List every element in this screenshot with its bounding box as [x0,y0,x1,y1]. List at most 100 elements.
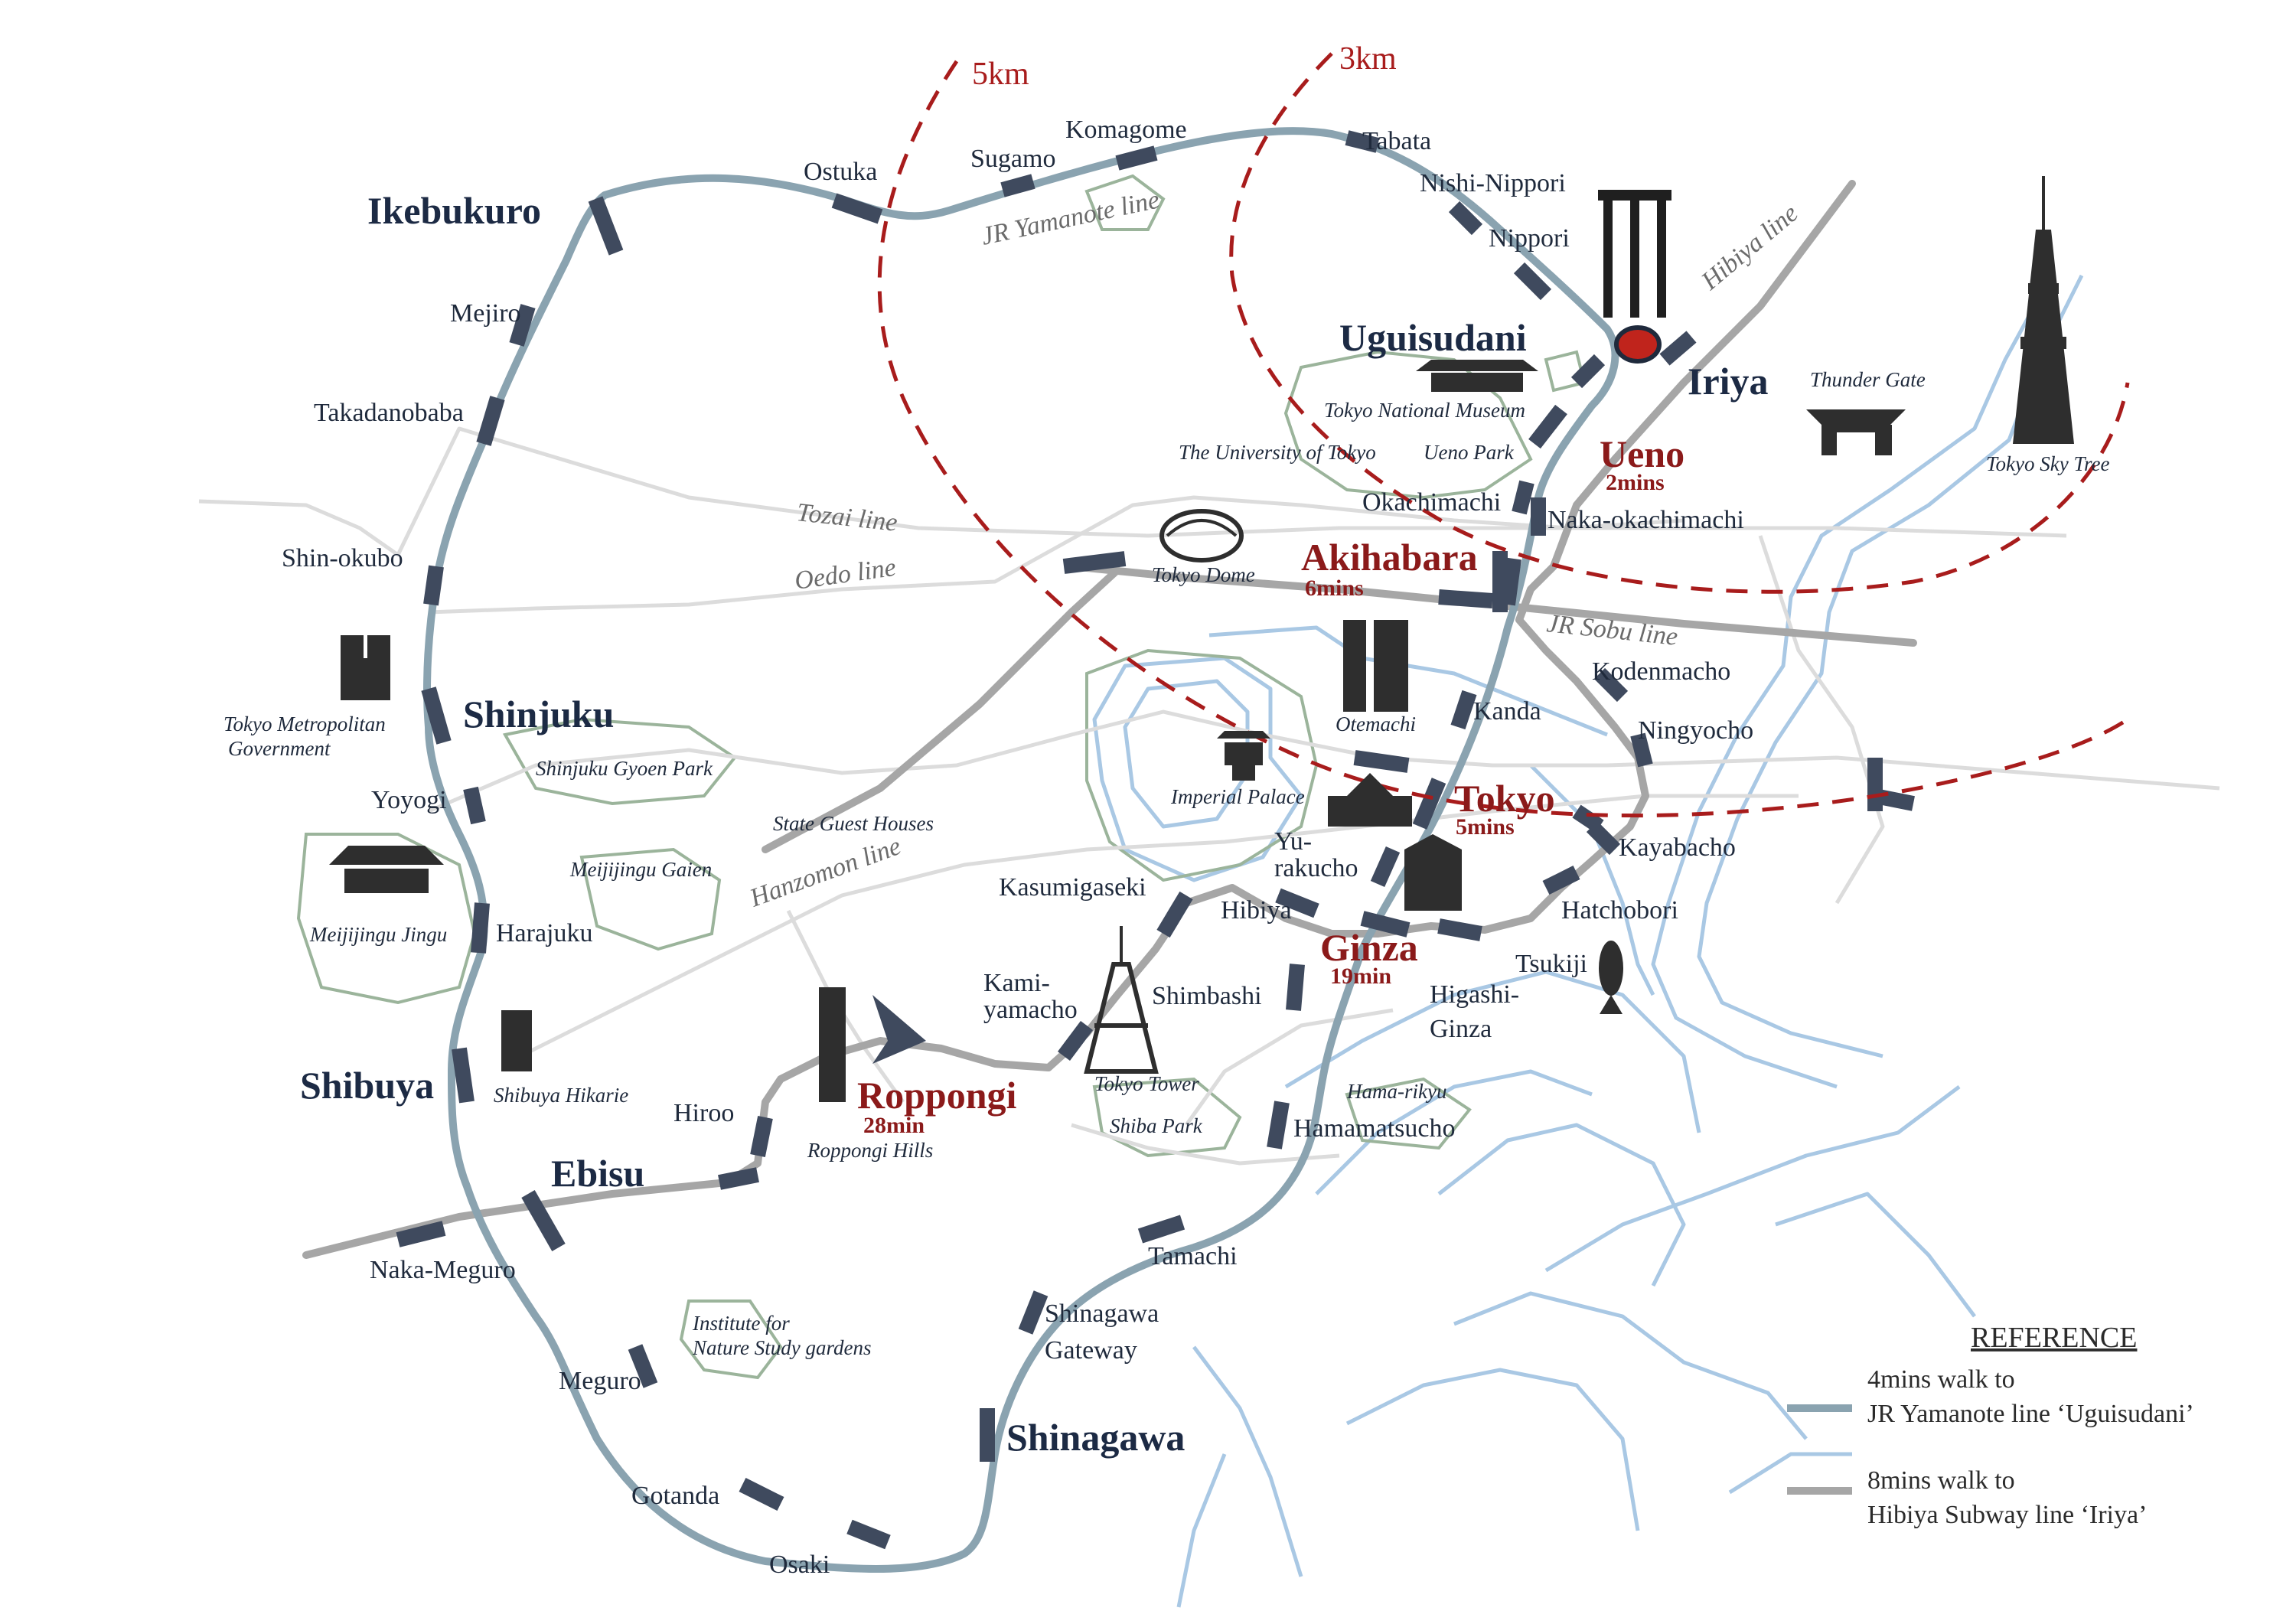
block-naka-meguro [396,1221,446,1247]
hotel-logo-bar3 [1657,191,1666,318]
station-shinagawa-gateway-2: Gateway [1045,1336,1137,1365]
block-ginza [1360,911,1411,938]
station-ebisu: Ebisu [551,1152,644,1195]
label-univ-tokyo: The University of Tokyo [1179,441,1376,464]
block-shinagawa-gateway [1018,1290,1049,1335]
sumida-river-west-bank [1651,274,2053,1089]
station-kanda: Kanda [1473,697,1541,726]
label-otemachi: Otemachi [1336,713,1416,735]
station-tabata: Tabata [1362,127,1431,155]
label-tmg-2: Government [228,737,331,760]
block-shin-okubo [423,565,444,606]
station-hiroo: Hiroo [673,1099,734,1127]
station-hibiya: Hibiya [1221,896,1292,925]
block-uguisudani [1570,354,1606,389]
yamanote-station-blocks [421,130,1606,1550]
station-okachimachi: Okachimachi [1362,488,1501,517]
station-hatchobori: Hatchobori [1561,896,1678,925]
station-shibuya: Shibuya [300,1064,434,1107]
block-nippori [1513,262,1552,301]
park-shinjuku-gyoen [502,717,737,806]
station-kamiyamacho-1: Kami- [983,969,1050,997]
station-meguro: Meguro [559,1367,641,1395]
block-gotanda [739,1478,784,1511]
block-hibiya [1275,888,1319,918]
station-gotanda: Gotanda [631,1482,719,1510]
block-higashi-ginza [1437,918,1482,941]
bay-3 [1437,1123,1686,1287]
station-shinjuku: Shinjuku [463,693,614,735]
station-komagome: Komagome [1065,116,1187,144]
national-museum-icon [1416,360,1538,392]
label-hama-rikyu: Hama-rikyu [1346,1080,1446,1103]
block-tokyo-dome [1062,551,1127,574]
station-ostuka: Ostuka [804,158,877,186]
station-kodenmacho: Kodenmacho [1592,657,1730,686]
tokyo-dome-icon [1159,509,1244,563]
canal-2 [1529,764,1655,996]
tsukiji-fish-icon [1599,941,1623,1014]
block-kanda [1450,690,1477,730]
station-nishi-nippori: Nishi-Nippori [1420,169,1566,197]
station-akihabara: Akihabara [1301,536,1478,579]
bay-10 [1176,1453,1227,1608]
block-ebisu [521,1190,566,1251]
bay-4 [1544,1085,1961,1273]
time-tokyo: 5mins [1456,814,1515,840]
station-harajuku: Harajuku [496,919,593,947]
park-imperial [1085,648,1319,882]
roppongi-hills-icon [819,987,846,1102]
bay-8 [1775,1192,1976,1318]
marunouchi-line [428,709,2220,814]
bay-9 [1728,1452,1852,1495]
station-roppongi: Roppongi [857,1074,1017,1117]
hotel-logo-bar1 [1603,191,1613,318]
label-ueno-park: Ueno Park [1424,441,1515,464]
station-higashi-ginza-2: Ginza [1430,1015,1492,1043]
label-thunder-gate: Thunder Gate [1810,368,1926,391]
block-hiroo [750,1116,773,1157]
tozai-grey-line [762,566,1121,853]
block-tokyo [1412,778,1446,830]
tokyo-tower-icon [1084,926,1159,1074]
block-okachimachi [1512,480,1534,515]
block-otemachi [1353,750,1410,773]
block-harajuku [471,902,490,954]
block-tokyo-extra [1572,804,1604,833]
block-ueno [1528,404,1567,449]
block-sugamo [1000,174,1035,197]
yamanote-line-group [423,127,1619,1573]
station-kasumigaseki: Kasumigaseki [999,873,1146,902]
block-ikebukuro [588,196,624,256]
station-ikebukuro: Ikebukuro [367,189,541,232]
reference-item1-line1: 4mins walk to [1867,1365,2015,1394]
station-ginza: Ginza [1320,926,1418,969]
station-ueno: Ueno [1600,432,1684,475]
station-naka-meguro: Naka-Meguro [370,1256,516,1284]
label-institute-1: Institute for [692,1312,790,1335]
station-uguisudani: Uguisudani [1339,316,1527,359]
reference-legend: REFERENCE 4mins walk to JR Yamanote line… [1787,1322,2194,1529]
station-shinagawa: Shinagawa [1006,1416,1185,1459]
station-naka-okachimachi: Naka-okachimachi [1548,506,1744,534]
park-meiji-jingu [296,833,477,1005]
block-takadanobaba [476,396,505,446]
hotel-marker [1598,190,1671,364]
station-mejiro: Mejiro [450,299,521,328]
park-ueno [1283,350,1533,500]
block-yurakucho [1370,846,1401,888]
sky-tree-icon [2013,176,2074,444]
meiji-jingu-icon [329,846,444,893]
radius-5km [877,60,2129,818]
station-shimbashi: Shimbashi [1152,982,1262,1010]
other-subway-lines [198,426,2220,1166]
station-tsukiji: Tsukiji [1515,950,1587,978]
block-tabata [1345,130,1380,153]
tokyo-station-icon [1328,773,1412,827]
block-hamamatsucho [1267,1101,1290,1150]
hibiya-line-label: Hibiya line [1696,199,1804,296]
label-tokyo-tower: Tokyo Tower [1094,1072,1199,1095]
label-state-guest: State Guest Houses [773,812,934,835]
ginza-building-icon [1404,834,1462,911]
